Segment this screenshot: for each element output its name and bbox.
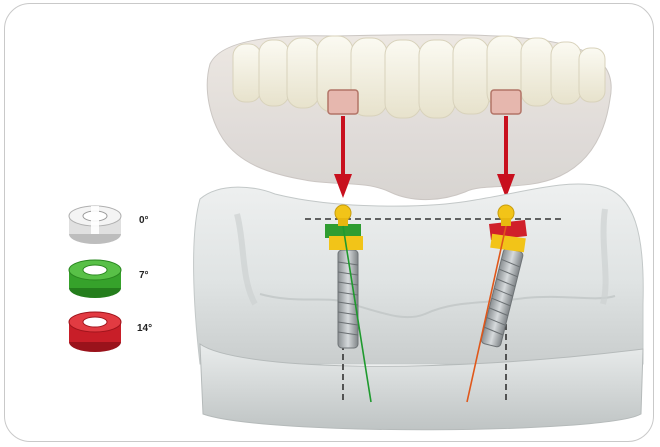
ring-14-icon (69, 312, 121, 352)
ring-7-icon (69, 260, 121, 298)
legend-label-14: 14° (137, 323, 152, 334)
legend-label-0: 0° (139, 215, 149, 226)
upper-denture (207, 35, 611, 200)
lower-jaw-model (194, 184, 644, 430)
ring-0-icon (69, 206, 121, 244)
image-frame: 0° 7° 14° (4, 3, 654, 442)
legend-label-7: 7° (139, 270, 149, 281)
denture-implant-diagram (5, 4, 653, 441)
angle-legend (69, 206, 121, 352)
